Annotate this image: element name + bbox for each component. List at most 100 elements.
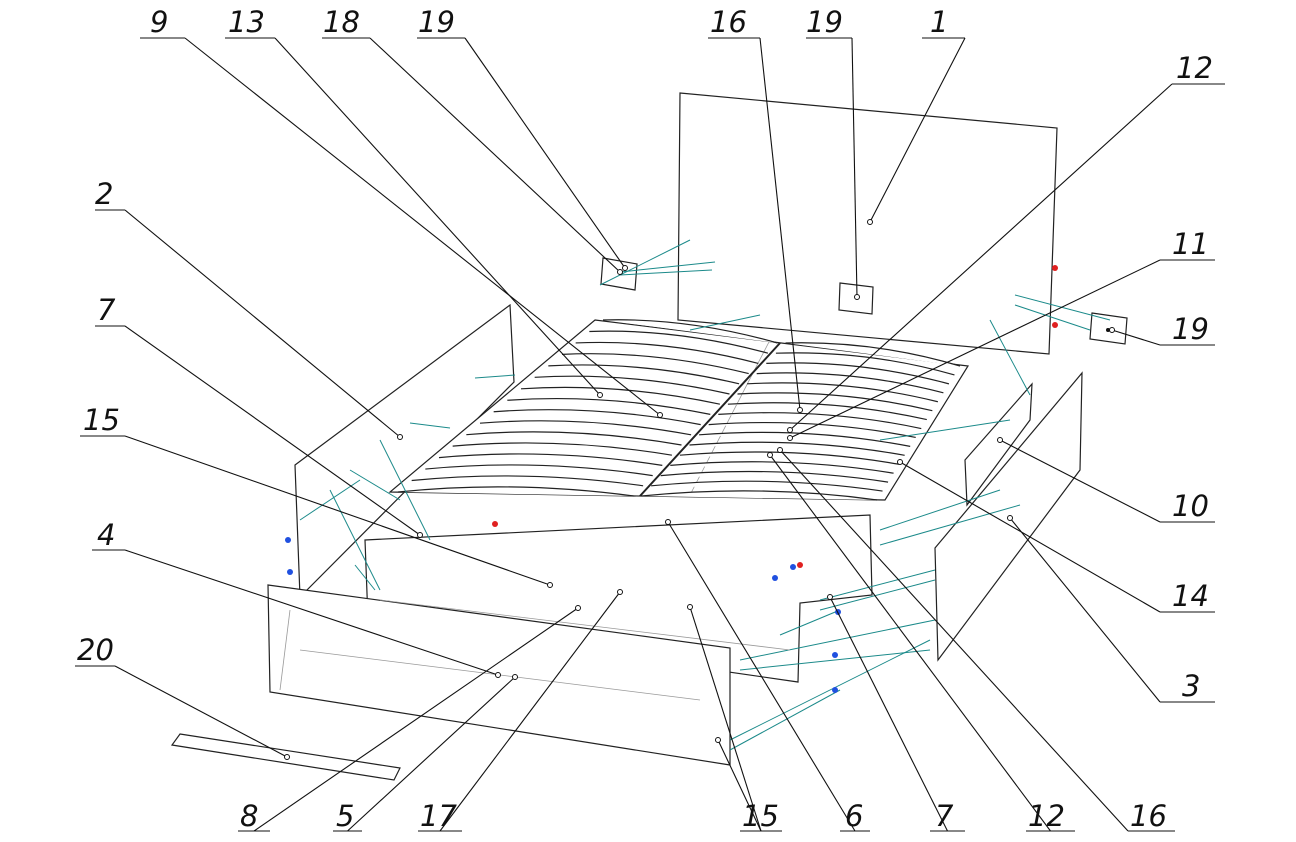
leader-dot — [715, 737, 721, 743]
fastener-line — [819, 579, 936, 611]
slat — [756, 372, 944, 394]
fastener-line — [739, 619, 936, 661]
leader-line — [667, 521, 856, 832]
callout-number: 20 — [77, 633, 114, 667]
fastener-marker — [832, 687, 838, 693]
fastener-line — [379, 439, 431, 541]
leader-dot — [854, 294, 860, 300]
slat — [727, 402, 927, 421]
fastener-marker — [285, 537, 291, 543]
slats — [397, 319, 961, 501]
leader-line — [899, 461, 1161, 613]
callout-number: 8 — [240, 799, 258, 833]
fastener-line — [689, 314, 761, 331]
slat — [718, 412, 922, 430]
leader-line — [769, 454, 1051, 832]
callout-7: 7 — [95, 293, 423, 538]
slat — [651, 480, 883, 492]
leader-line — [789, 83, 1173, 431]
leader-line — [114, 665, 288, 758]
leader-line — [347, 676, 516, 832]
fastener-line — [409, 422, 451, 429]
leader-dot — [687, 604, 693, 610]
fastener-line — [739, 649, 931, 671]
callout-number: 15 — [83, 403, 120, 437]
fastener-marker — [790, 564, 796, 570]
slat — [452, 442, 672, 456]
callout-number: 5 — [336, 799, 354, 833]
slat — [425, 464, 653, 477]
callout-number: 14 — [1172, 579, 1209, 613]
fastener-line — [299, 479, 361, 521]
callout-19: 19 — [806, 5, 860, 300]
leader-line — [124, 325, 421, 536]
leader-dot — [284, 754, 290, 760]
leader-dot — [1109, 327, 1115, 333]
fastener-line — [879, 489, 1001, 531]
callout-number: 16 — [710, 5, 747, 39]
callout-number: 10 — [1172, 489, 1209, 523]
callout-15: 15 — [687, 604, 782, 833]
fastener-marker — [492, 521, 498, 527]
fastener-line — [619, 269, 713, 276]
slat — [679, 451, 900, 465]
callout-19: 19 — [417, 5, 628, 271]
callout-number: 4 — [97, 518, 115, 552]
leader-line — [717, 739, 762, 832]
callout-15: 15 — [80, 403, 553, 588]
callout-number: 18 — [323, 5, 360, 39]
fastener-line — [779, 609, 841, 636]
callout-20: 20 — [75, 633, 290, 760]
leader-dot — [657, 412, 663, 418]
callout-number: 9 — [150, 5, 168, 39]
fastener-marker — [832, 652, 838, 658]
leader-line — [369, 37, 621, 273]
leader-dot — [767, 452, 773, 458]
slat — [660, 470, 889, 483]
fastener-marker — [797, 562, 803, 568]
slat — [397, 486, 634, 497]
leader-line — [253, 607, 579, 832]
slat — [479, 420, 692, 436]
slat — [689, 441, 905, 456]
leader-line — [124, 549, 499, 676]
fastener-line — [329, 489, 381, 591]
slat — [708, 421, 916, 439]
leader-line — [464, 37, 626, 269]
fastener-line — [474, 374, 516, 379]
slat — [641, 490, 878, 501]
leader-dot — [617, 269, 623, 275]
leader-line — [999, 439, 1161, 523]
slat — [493, 409, 701, 426]
slat — [507, 397, 711, 415]
slat — [602, 319, 778, 344]
callout-1: 1 — [867, 5, 966, 225]
callout-number: 12 — [1028, 799, 1065, 833]
slat — [438, 453, 663, 466]
left-side-panel — [294, 303, 515, 599]
callout-5: 5 — [333, 674, 518, 833]
leader-dot — [575, 605, 581, 611]
fastener-line — [729, 689, 841, 751]
callout-number: 2 — [95, 177, 113, 211]
leader-dot — [512, 674, 518, 680]
slat — [670, 461, 894, 474]
leader-line — [789, 259, 1161, 439]
leader-line — [689, 606, 762, 832]
leader-dot — [665, 519, 671, 525]
fastener-line — [1014, 304, 1091, 331]
fastener-line — [619, 261, 716, 273]
hardware-fasteners — [285, 239, 1111, 751]
leader-line — [869, 37, 966, 223]
slat — [520, 386, 721, 405]
leader-dot — [495, 672, 501, 678]
callout-4: 4 — [92, 518, 501, 678]
callout-number: 3 — [1182, 669, 1200, 703]
callout-11: 11 — [787, 227, 1215, 441]
leader-line — [1009, 517, 1161, 703]
callout-number: 1 — [930, 5, 948, 39]
callout-19: 19 — [1109, 312, 1215, 346]
callout-12: 12 — [767, 452, 1075, 833]
slat — [466, 431, 682, 446]
callout-number: 16 — [1130, 799, 1167, 833]
